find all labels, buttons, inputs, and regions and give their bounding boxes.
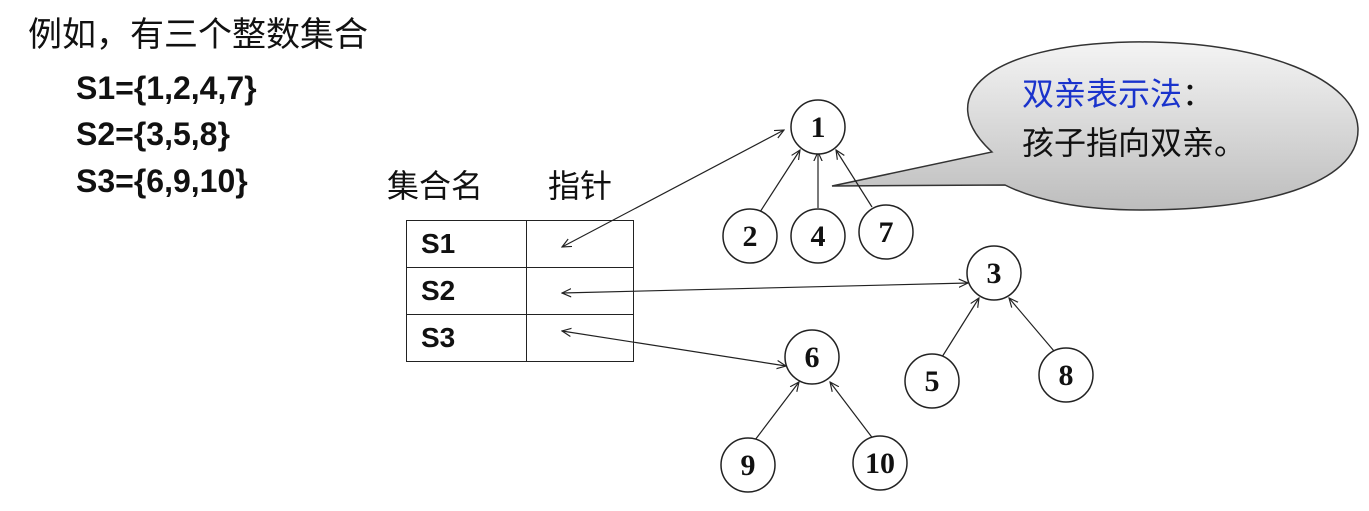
intro-text: 例如，有三个整数集合 <box>28 15 368 55</box>
pointer-arrow-s2 <box>562 283 968 293</box>
callout-text: 孩子指向双亲。 <box>1022 124 1247 162</box>
tree-edge <box>830 382 875 441</box>
tree-node-8: 8 <box>1038 347 1094 403</box>
tree-edge <box>759 150 800 213</box>
tree-edge <box>941 298 979 358</box>
callout-title: 双亲表示法： <box>1022 78 1214 110</box>
tree-node-9: 9 <box>720 437 776 493</box>
tree-node-10: 10 <box>852 435 908 491</box>
tree-edge <box>1009 298 1055 352</box>
node-label: 7 <box>879 216 894 249</box>
node-label: 2 <box>743 220 758 253</box>
set-name-cell-s3: S3 <box>406 314 527 362</box>
callout-bubble <box>831 41 1359 211</box>
tree-edge <box>754 382 799 441</box>
pointer-arrow-s3 <box>562 331 786 366</box>
tree-edge <box>836 150 873 208</box>
tree-node-3: 3 <box>966 245 1022 301</box>
tree-node-7: 7 <box>858 204 914 260</box>
table-header-set-name: 集合名 <box>387 167 484 205</box>
node-label: 1 <box>811 111 826 144</box>
node-label: 3 <box>987 257 1002 290</box>
set-definition-s2: S2={3,5,8} <box>76 116 230 152</box>
node-label: 8 <box>1059 359 1074 392</box>
node-label: 6 <box>805 341 820 374</box>
set-definition-s3: S3={6,9,10} <box>76 163 248 199</box>
node-label: 4 <box>811 220 826 253</box>
callout-title-text: 双亲表示法 <box>1022 75 1183 113</box>
tree-node-5: 5 <box>904 353 960 409</box>
callout-title-colon: ： <box>1182 75 1215 113</box>
tree-node-4: 4 <box>790 208 846 264</box>
tree-node-6: 6 <box>784 329 840 385</box>
node-label: 9 <box>741 449 756 482</box>
table-row: S3 <box>406 314 634 362</box>
node-label: 10 <box>865 447 895 480</box>
tree-node-1: 1 <box>790 99 846 155</box>
tree-node-2: 2 <box>722 208 778 264</box>
pointer-arrow-s1 <box>562 130 784 247</box>
set-definition-s1: S1={1,2,4,7} <box>76 70 257 106</box>
set-name-cell-s1: S1 <box>406 220 527 268</box>
node-label: 5 <box>925 365 940 398</box>
